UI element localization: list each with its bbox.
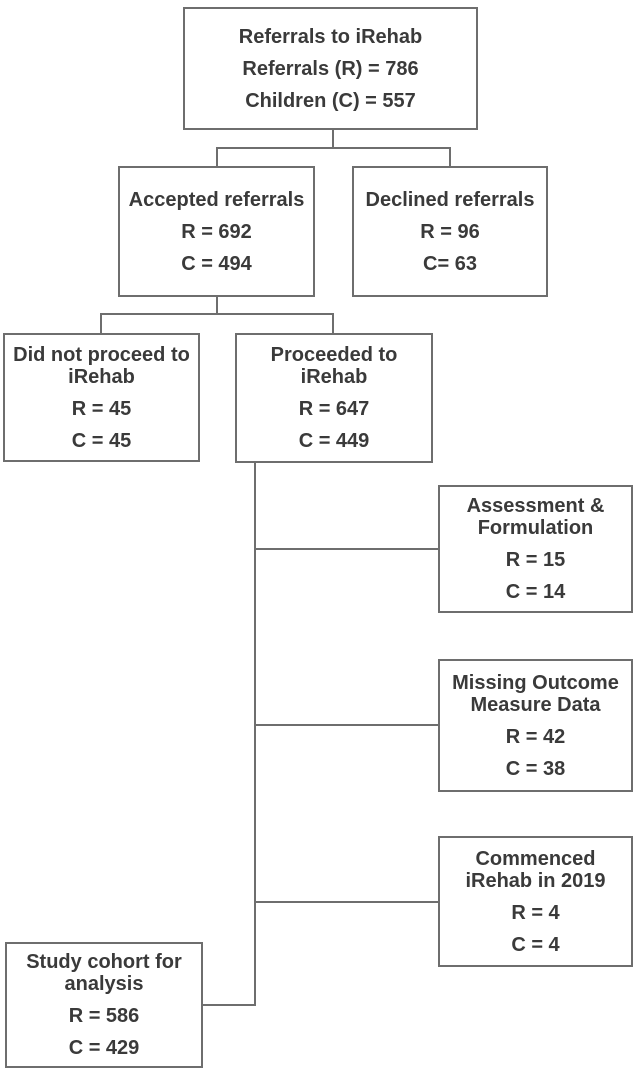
connector-top-stub <box>332 129 334 149</box>
r-value: R = 42 <box>505 725 566 748</box>
node-commenced-2019: Commenced iRehab in 2019 R = 4 C = 4 <box>438 836 633 967</box>
r-value: R = 586 <box>68 1005 140 1027</box>
node-declined-referrals: Declined referrals R = 96 C= 63 <box>352 166 548 297</box>
c-value: C = 38 <box>505 757 566 780</box>
node-missing-outcome-data: Missing Outcome Measure Data R = 42 C = … <box>438 659 633 792</box>
node-title: Declined referrals <box>365 188 535 211</box>
connector-branch-missing <box>256 724 438 726</box>
node-proceeded: Proceeded to iRehab R = 647 C = 449 <box>235 333 433 463</box>
node-did-not-proceed: Did not proceed to iRehab R = 45 C = 45 <box>3 333 200 462</box>
node-title: Proceeded to iRehab <box>270 344 398 388</box>
connector-accepted-stub <box>216 147 218 166</box>
r-value: R = 96 <box>420 220 480 243</box>
connector-branch-assessment <box>256 548 438 550</box>
c-value: C = 449 <box>298 430 370 452</box>
connector-declined-stub <box>449 147 451 166</box>
connector-main-trunk <box>254 462 256 1006</box>
connector-accepted-out-stub <box>216 296 218 315</box>
node-title: Commenced iRehab in 2019 <box>465 847 606 892</box>
c-value: C = 494 <box>181 252 252 275</box>
connector-row3-horizontal <box>100 313 334 315</box>
connector-proceeded-stub <box>332 313 334 333</box>
c-value: C= 63 <box>423 252 477 275</box>
node-referrals-total: Referrals to iRehab Referrals (R) = 786 … <box>183 7 478 130</box>
connector-branch-study <box>203 1004 256 1006</box>
referrals-count: Referrals (R) = 786 <box>242 57 419 80</box>
r-value: R = 15 <box>505 549 566 571</box>
node-accepted-referrals: Accepted referrals R = 692 C = 494 <box>118 166 315 297</box>
node-assessment-formulation: Assessment & Formulation R = 15 C = 14 <box>438 485 633 613</box>
c-value: C = 4 <box>511 933 560 956</box>
node-title: Referrals to iRehab <box>238 25 423 48</box>
connector-branch-commenced <box>256 901 438 903</box>
node-title: Accepted referrals <box>128 188 305 211</box>
node-study-cohort: Study cohort for analysis R = 586 C = 42… <box>5 942 203 1068</box>
connector-didnot-stub <box>100 313 102 333</box>
node-title: Did not proceed to iRehab <box>13 343 190 388</box>
connector-top-horizontal <box>216 147 451 149</box>
r-value: R = 692 <box>181 220 252 243</box>
children-count: Children (C) = 557 <box>245 89 416 112</box>
node-title: Study cohort for analysis <box>26 951 182 995</box>
r-value: R = 4 <box>511 901 560 924</box>
r-value: R = 45 <box>71 397 132 420</box>
c-value: C = 14 <box>505 581 566 603</box>
c-value: C = 429 <box>68 1037 140 1059</box>
r-value: R = 647 <box>298 398 370 420</box>
node-title: Assessment & Formulation <box>466 495 605 539</box>
c-value: C = 45 <box>71 429 132 452</box>
node-title: Missing Outcome Measure Data <box>452 671 619 716</box>
